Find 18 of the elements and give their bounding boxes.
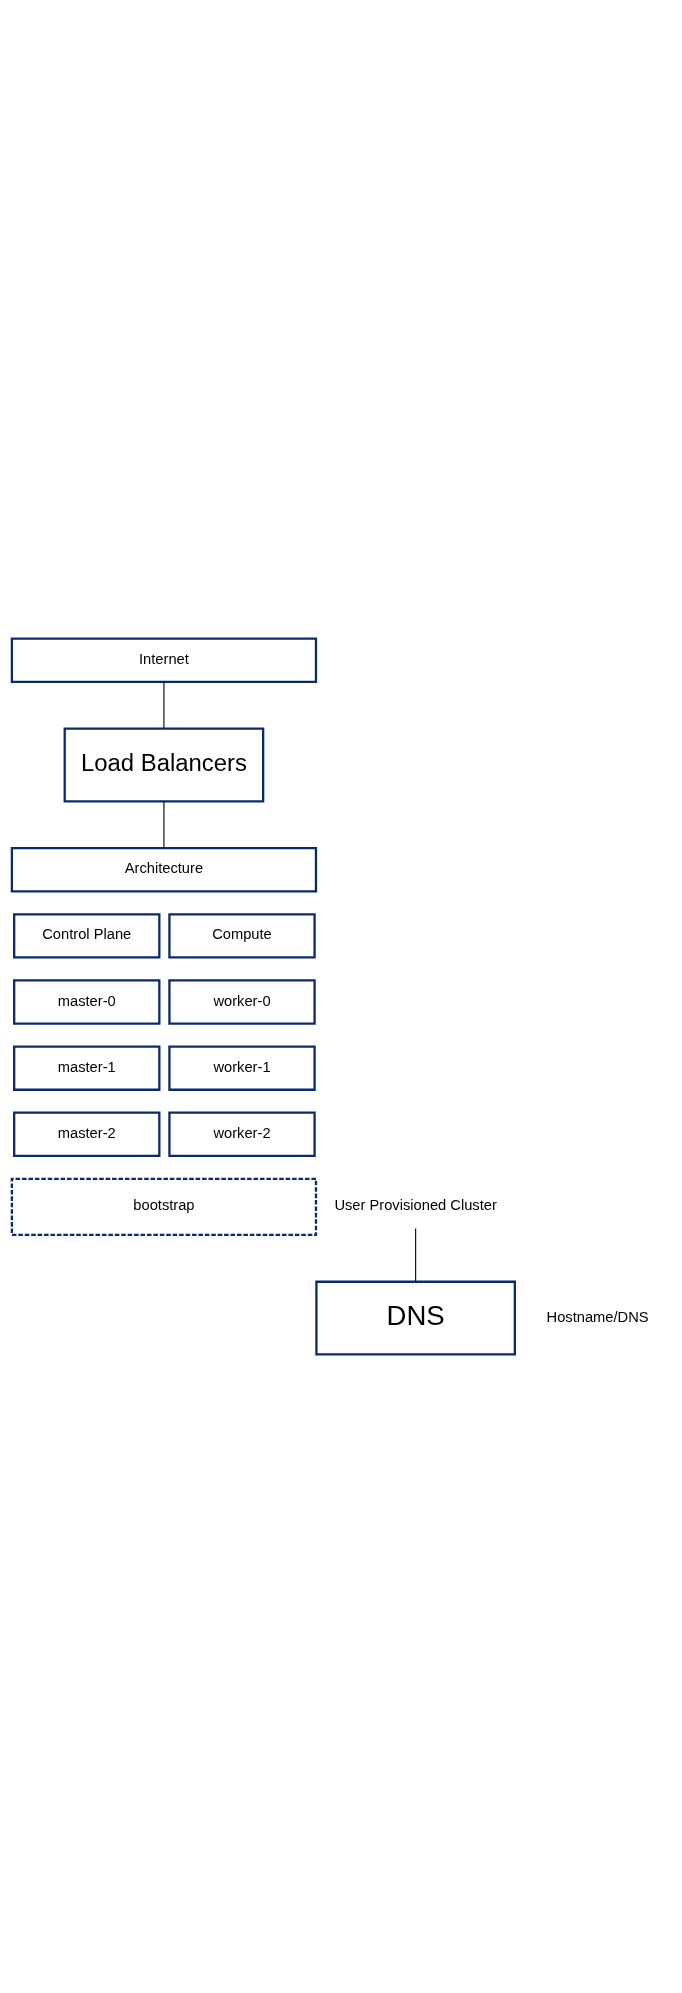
connector <box>415 1228 417 1283</box>
node-box: DNS <box>315 1280 516 1356</box>
node-box: master-1 <box>13 1045 161 1091</box>
node-box: worker-2 <box>168 1111 316 1158</box>
node-box: Internet <box>10 637 318 683</box>
node-box: bootstrap <box>10 1177 318 1237</box>
node-box: Architecture <box>10 847 318 893</box>
node-label: Hostname/DNS <box>546 1308 649 1325</box>
connector <box>163 681 165 730</box>
node-box: Control Plane <box>13 913 161 959</box>
node-text: User Provisioned Cluster <box>334 1197 497 1214</box>
node-box: worker-0 <box>168 979 316 1025</box>
node-box: Compute <box>168 913 316 959</box>
connector <box>163 800 165 849</box>
node-box: Load Balancers <box>63 727 265 803</box>
node-box: worker-1 <box>168 1045 316 1091</box>
node-box: master-2 <box>13 1111 161 1158</box>
node-box: master-0 <box>13 979 161 1025</box>
